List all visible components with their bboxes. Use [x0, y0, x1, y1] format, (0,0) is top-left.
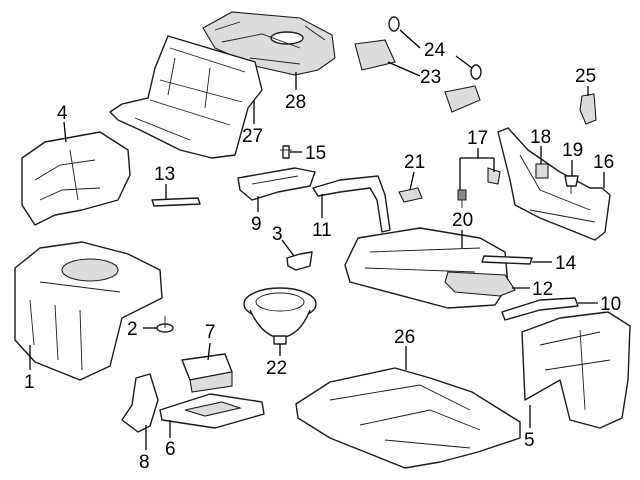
part-1-floor-pan: [14, 241, 163, 381]
callout-19: 19: [562, 140, 583, 161]
part-4-left-side-trim: [21, 131, 131, 226]
callout-17: 17: [467, 128, 488, 149]
callout-7: 7: [205, 322, 216, 343]
callout-11: 11: [312, 220, 332, 241]
leader-24: [399, 29, 421, 49]
leader-3: [281, 239, 295, 257]
part-20-floor-mat: [344, 227, 509, 309]
part-8-bracket: [121, 373, 159, 433]
part-18-cover: [535, 163, 549, 179]
callout-20: 20: [452, 210, 473, 231]
callout-5: 5: [524, 430, 535, 451]
callout-18: 18: [530, 127, 551, 148]
leader-17: [459, 148, 495, 190]
part-15-clip: [280, 145, 292, 159]
callout-labels: 1 2 3 4 5 6 7 8 9 10 11 12 13 14 15 16 1…: [24, 40, 621, 473]
leader-4: [63, 121, 67, 143]
callout-28: 28: [285, 92, 306, 113]
part-9-bracket: [237, 167, 316, 201]
callout-14: 14: [555, 253, 577, 274]
callout-15: 15: [305, 143, 326, 164]
callout-8: 8: [139, 452, 150, 473]
part-22-bowl: [243, 287, 317, 345]
leader-23: [387, 61, 421, 77]
leader-24b: [455, 55, 473, 69]
callout-6: 6: [165, 439, 176, 460]
callout-22: 22: [266, 358, 287, 379]
part-19-clip: [564, 175, 579, 194]
callout-2: 2: [127, 319, 138, 340]
callout-25: 25: [575, 66, 596, 87]
callout-4: 4: [57, 103, 68, 124]
leader-7: [207, 342, 211, 361]
part-16-right-trim-panel: [497, 127, 611, 241]
part-10-trim-strip: [501, 297, 579, 321]
part-21-clip: [398, 187, 423, 203]
callout-23: 23: [420, 67, 441, 88]
callout-13: 13: [154, 164, 175, 185]
callout-27: 27: [242, 126, 263, 147]
part-25-latch: [579, 93, 597, 125]
callout-26: 26: [394, 327, 415, 348]
part-5-right-side-trim: [521, 311, 631, 429]
part-17-fasteners: [457, 167, 501, 208]
callout-24: 24: [424, 40, 446, 61]
part-12-handle: [444, 271, 516, 297]
part-14-strip: [481, 255, 533, 265]
callout-12: 12: [532, 279, 553, 300]
callout-16: 16: [593, 152, 614, 173]
part-24-bulbs: [388, 16, 482, 80]
leader-lines: [29, 29, 605, 450]
part-6-tray: [159, 393, 265, 429]
leader-21: [409, 171, 415, 191]
callout-21: 21: [404, 152, 425, 173]
part-13-strip: [151, 197, 201, 207]
part-27-trunk-lining: [109, 35, 263, 159]
part-26-floor-carpet: [295, 367, 521, 469]
part-7-box: [181, 353, 233, 393]
part-23-lamp-housings: [354, 39, 481, 113]
callout-1: 1: [24, 372, 35, 393]
part-11-trim-arm: [312, 175, 391, 233]
callout-10: 10: [600, 294, 621, 315]
callout-3: 3: [272, 224, 283, 245]
part-3-bracket: [286, 251, 313, 271]
callout-9: 9: [251, 214, 262, 235]
part-2-fastener: [156, 316, 174, 333]
